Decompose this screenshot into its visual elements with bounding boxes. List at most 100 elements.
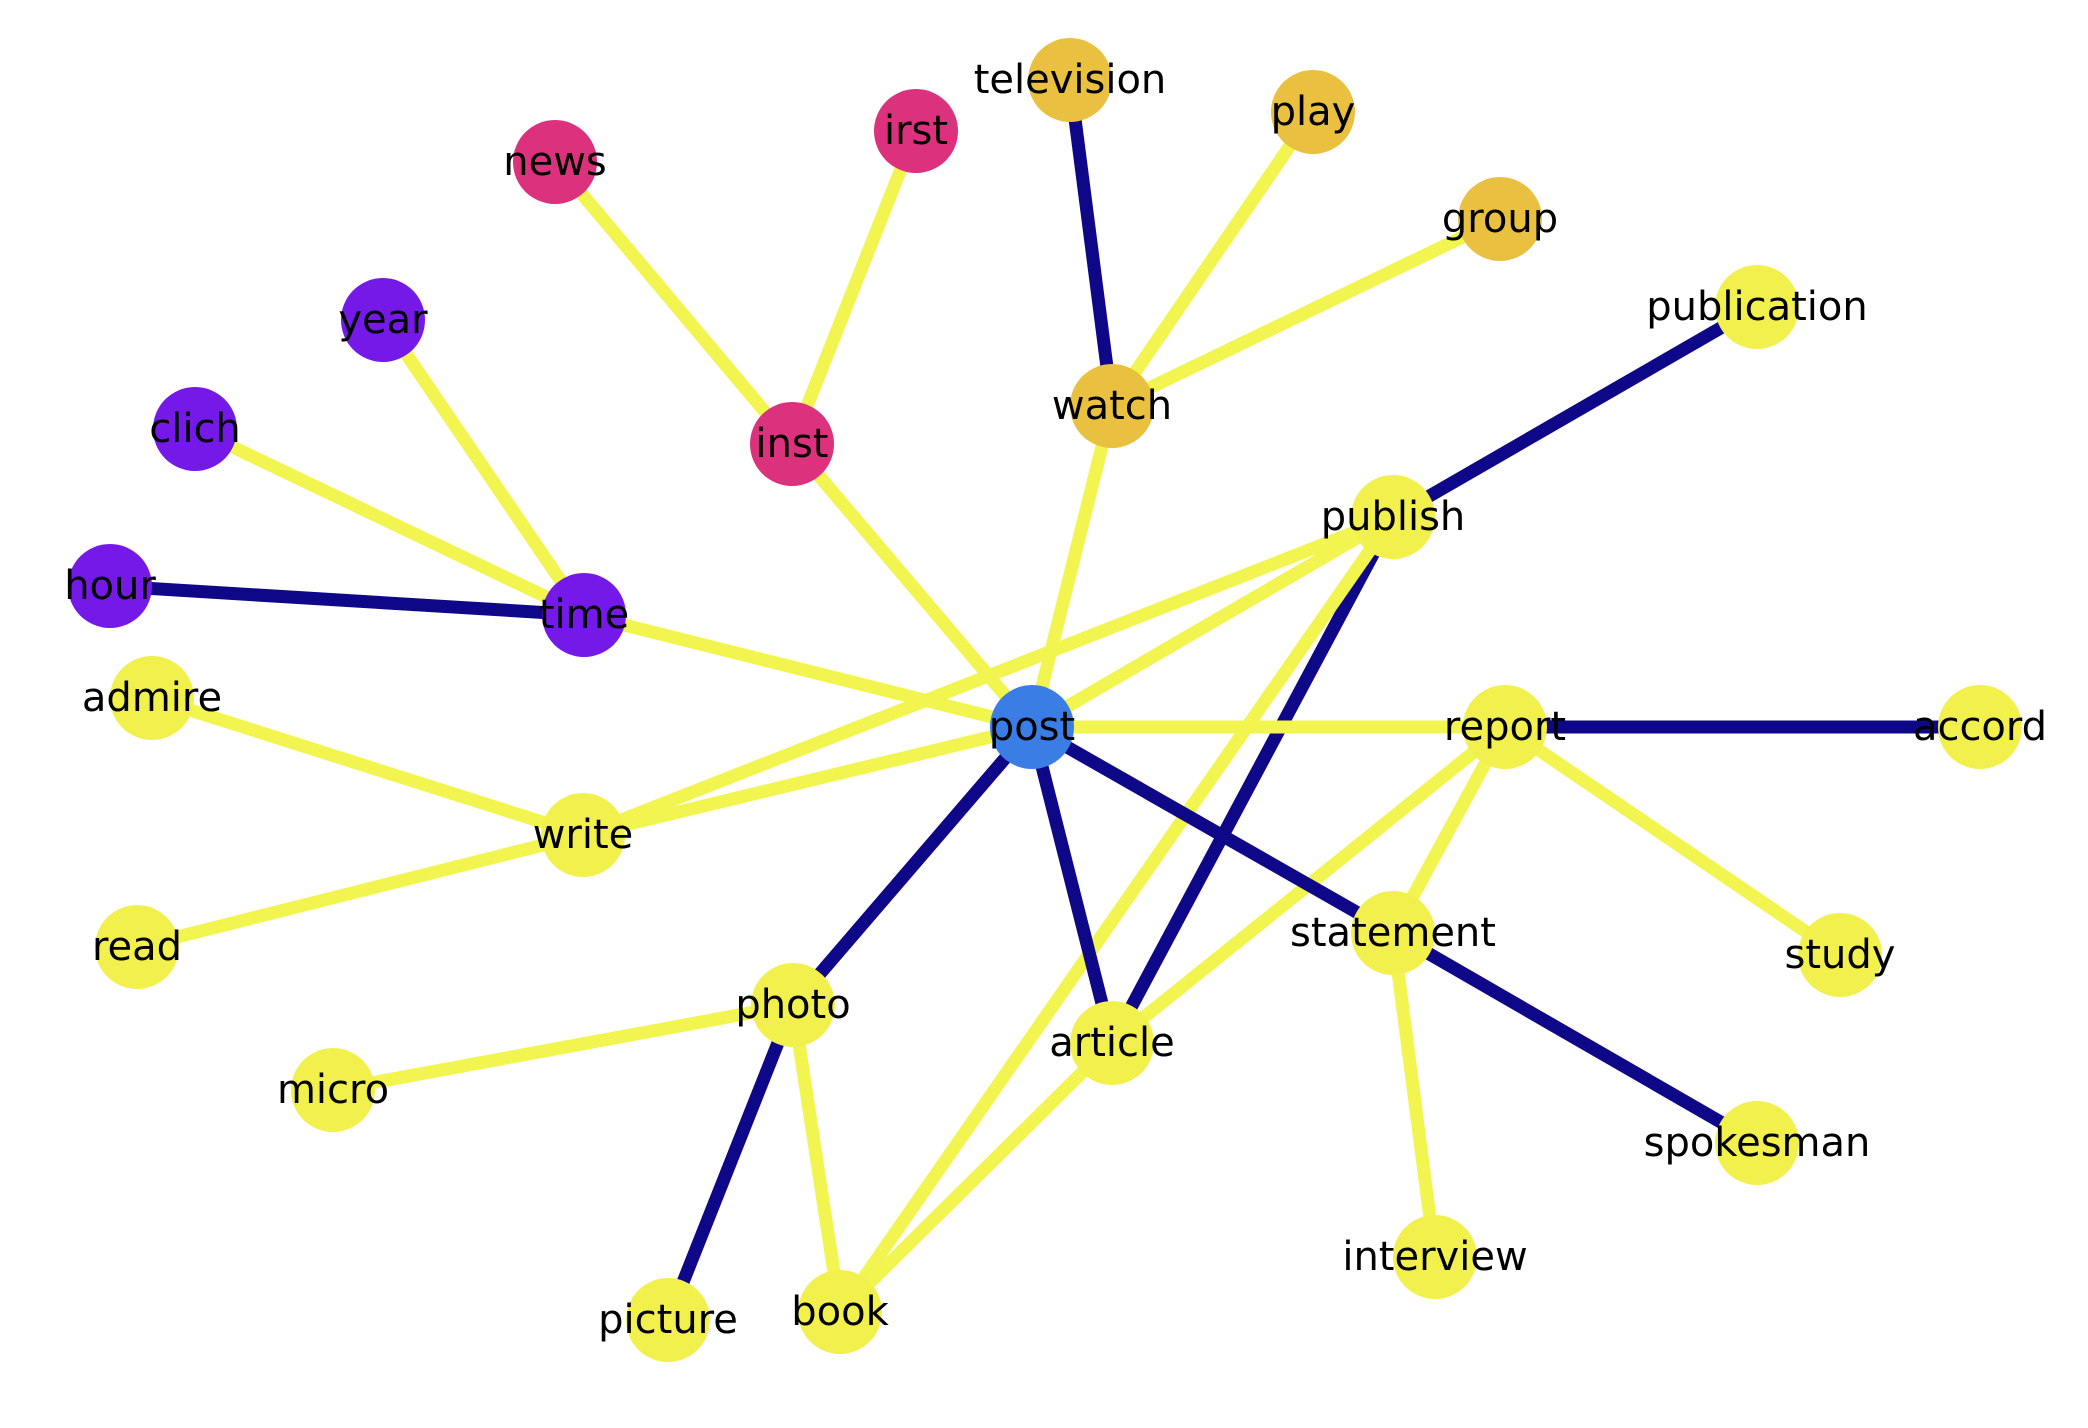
node-time: time bbox=[539, 573, 629, 657]
node-circle-play bbox=[1271, 70, 1355, 154]
node-circle-inst bbox=[750, 402, 834, 486]
node-watch: watch bbox=[1052, 364, 1172, 448]
node-circle-admire bbox=[110, 656, 194, 740]
node-irst: irst bbox=[874, 89, 958, 173]
edge-photo-picture bbox=[661, 1002, 800, 1323]
edge-irst-inst bbox=[785, 128, 923, 447]
node-label-news: news bbox=[503, 139, 607, 185]
node-label-read: read bbox=[92, 924, 182, 970]
node-circle-book bbox=[798, 1270, 882, 1354]
node-label-play: play bbox=[1271, 89, 1356, 135]
node-label-photo: photo bbox=[735, 982, 850, 1028]
node-label-micro: micro bbox=[277, 1067, 389, 1113]
node-circle-read bbox=[95, 905, 179, 989]
node-circle-year bbox=[341, 278, 425, 362]
node-accord: accord bbox=[1913, 685, 2047, 769]
edge-admire-write bbox=[150, 691, 585, 842]
node-circle-time bbox=[542, 573, 626, 657]
node-circle-television bbox=[1028, 38, 1112, 122]
edge-read-write bbox=[135, 828, 585, 954]
node-label-television: television bbox=[974, 57, 1167, 103]
node-circle-accord bbox=[1938, 685, 2022, 769]
edge-post-statement bbox=[1028, 721, 1397, 939]
node-circle-hour bbox=[68, 544, 152, 628]
edge-hour-time bbox=[109, 579, 585, 622]
node-circle-clich bbox=[153, 387, 237, 471]
node-circle-post bbox=[990, 685, 1074, 769]
node-label-post: post bbox=[989, 704, 1075, 750]
node-circle-publication bbox=[1715, 265, 1799, 349]
node-label-publication: publication bbox=[1646, 284, 1867, 330]
node-label-book: book bbox=[791, 1289, 889, 1335]
node-label-report: report bbox=[1444, 704, 1566, 750]
edge-time-post bbox=[582, 608, 1034, 734]
node-post: post bbox=[989, 685, 1075, 769]
edge-publish-book bbox=[834, 513, 1399, 1316]
node-label-statement: statement bbox=[1290, 910, 1496, 956]
edge-year-time bbox=[377, 316, 590, 619]
node-label-group: group bbox=[1442, 196, 1558, 242]
edge-post-article bbox=[1025, 725, 1119, 1045]
edge-photo-micro bbox=[331, 998, 795, 1097]
node-inst: inst bbox=[750, 402, 834, 486]
node-article: article bbox=[1049, 1001, 1175, 1085]
node-write: write bbox=[533, 793, 634, 877]
edge-watch-post bbox=[1025, 404, 1119, 729]
edge-group-watch bbox=[1109, 213, 1503, 412]
edge-article-book bbox=[835, 1038, 1117, 1317]
edge-clich-time bbox=[192, 423, 587, 621]
node-micro: micro bbox=[277, 1048, 389, 1132]
node-admire: admire bbox=[82, 656, 222, 740]
node-hour: hour bbox=[64, 544, 156, 628]
edge-publish-post bbox=[1028, 511, 1397, 733]
nodes-layer: post time year clich hour news irst inst televis… bbox=[64, 38, 2047, 1362]
node-publish: publish bbox=[1321, 475, 1466, 559]
node-spokesman: spokesman bbox=[1644, 1101, 1871, 1185]
node-label-watch: watch bbox=[1052, 383, 1172, 429]
node-circle-group bbox=[1458, 177, 1542, 261]
node-label-interview: interview bbox=[1342, 1234, 1527, 1280]
edge-publish-write bbox=[580, 510, 1396, 842]
node-label-spokesman: spokesman bbox=[1644, 1120, 1871, 1166]
node-label-write: write bbox=[533, 812, 634, 858]
node-circle-picture bbox=[626, 1278, 710, 1362]
node-clich: clich bbox=[149, 387, 241, 471]
node-circle-report bbox=[1463, 685, 1547, 769]
node-label-accord: accord bbox=[1913, 704, 2047, 750]
edge-write-post bbox=[581, 720, 1034, 842]
node-label-irst: irst bbox=[884, 108, 948, 154]
edge-statement-interview bbox=[1386, 932, 1442, 1258]
node-year: year bbox=[338, 278, 428, 362]
node-label-hour: hour bbox=[64, 563, 156, 609]
node-circle-statement bbox=[1351, 891, 1435, 975]
node-interview: interview bbox=[1342, 1215, 1528, 1299]
node-report: report bbox=[1444, 685, 1566, 769]
edge-inst-post bbox=[787, 439, 1037, 732]
node-group: group bbox=[1442, 177, 1558, 261]
node-circle-article bbox=[1070, 1001, 1154, 1085]
node-label-inst: inst bbox=[756, 421, 829, 467]
node-publication: publication bbox=[1646, 265, 1868, 349]
node-circle-irst bbox=[874, 89, 958, 173]
node-label-admire: admire bbox=[82, 675, 222, 721]
edge-publication-publish bbox=[1389, 301, 1761, 523]
node-read: read bbox=[92, 905, 182, 989]
node-picture: picture bbox=[598, 1278, 738, 1362]
edge-publish-article bbox=[1106, 513, 1399, 1047]
edge-statement-spokesman bbox=[1389, 927, 1761, 1149]
node-circle-micro bbox=[291, 1048, 375, 1132]
node-circle-spokesman bbox=[1715, 1101, 1799, 1185]
node-statement: statement bbox=[1290, 891, 1496, 975]
node-circle-photo bbox=[751, 963, 835, 1047]
node-circle-interview bbox=[1393, 1215, 1477, 1299]
edge-news-inst bbox=[550, 157, 797, 449]
node-label-clich: clich bbox=[149, 406, 241, 452]
node-circle-study bbox=[1798, 913, 1882, 997]
edge-television-watch bbox=[1063, 79, 1119, 407]
node-circle-news bbox=[513, 120, 597, 204]
node-label-publish: publish bbox=[1321, 494, 1466, 540]
edge-report-study bbox=[1501, 721, 1844, 961]
node-study: study bbox=[1785, 913, 1895, 997]
node-circle-write bbox=[541, 793, 625, 877]
